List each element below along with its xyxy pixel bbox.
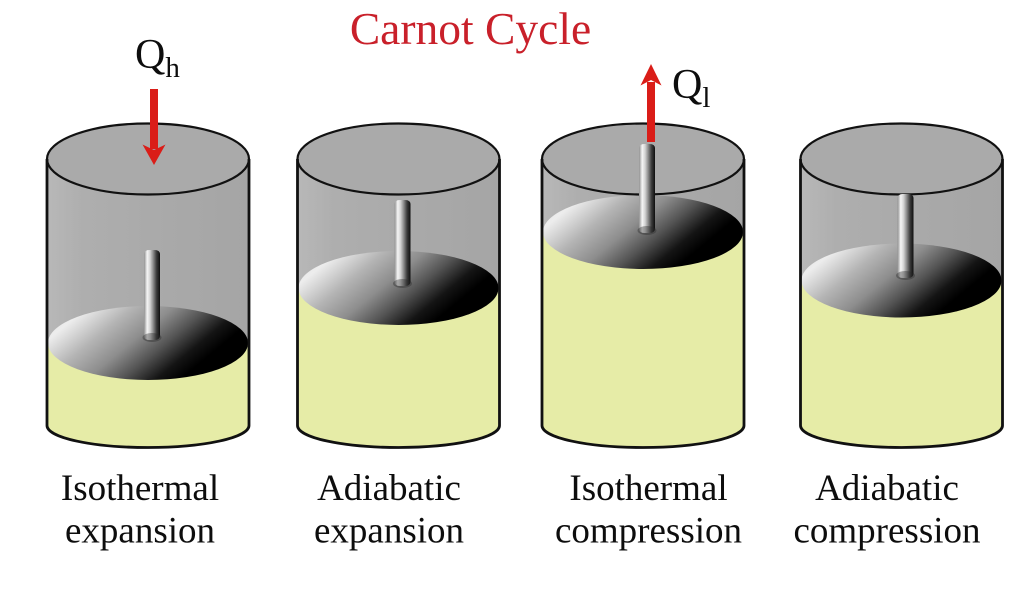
stage-label-isothermal-expansion-line1: Isothermal [61, 468, 219, 509]
cylinder-outline [799, 159, 1004, 449]
cylinder-outline [296, 159, 501, 449]
cylinder-outline [45, 159, 251, 449]
cylinder-top-opening [45, 122, 251, 196]
stage-label-isothermal-expansion-line2: expansion [65, 511, 215, 552]
heat-out-symbol: Q [672, 62, 702, 108]
piston-rod [394, 200, 411, 286]
heat-in-arrow [142, 89, 166, 165]
piston-disc [801, 243, 1002, 318]
figure-title: Carnot Cycle [350, 3, 591, 54]
piston-rod-base-shadow [896, 271, 915, 280]
piston-rod-base-shadow [393, 279, 412, 288]
piston-rod [639, 144, 655, 233]
piston-rod [897, 194, 914, 278]
piston-disc [298, 251, 499, 325]
stage-label-isothermal-compression-line1: Isothermal [569, 468, 727, 509]
stage-label-adiabatic-compression-line2: compression [793, 511, 980, 552]
stage-label-adiabatic-expansion-line1: Adiabatic [317, 468, 461, 509]
heat-in-symbol: Q [135, 32, 165, 78]
heat-in-label: Qh [135, 32, 180, 84]
heat-out-label: Ql [672, 62, 710, 114]
cylinders-layer: IsothermalexpansionAdiabaticexpansionIso… [45, 122, 1004, 552]
stage-label-adiabatic-compression-line1: Adiabatic [815, 468, 959, 509]
heat-arrows-layer [142, 64, 662, 165]
cylinder-top-opening [296, 122, 501, 196]
cylinder-outline [540, 159, 746, 449]
heat-out-arrow [640, 64, 662, 142]
stage-label-isothermal-compression-line2: compression [555, 511, 742, 552]
piston-rod-base-shadow [142, 333, 162, 342]
piston-disc [48, 306, 248, 380]
cylinder-top-opening [799, 122, 1004, 196]
piston-rod-base-shadow [637, 226, 657, 235]
heat-out-subscript: l [702, 82, 710, 114]
piston-rod [144, 250, 160, 340]
stage-label-adiabatic-expansion-line2: expansion [314, 511, 464, 552]
working-fluid [542, 234, 744, 448]
heat-in-subscript: h [165, 52, 180, 84]
